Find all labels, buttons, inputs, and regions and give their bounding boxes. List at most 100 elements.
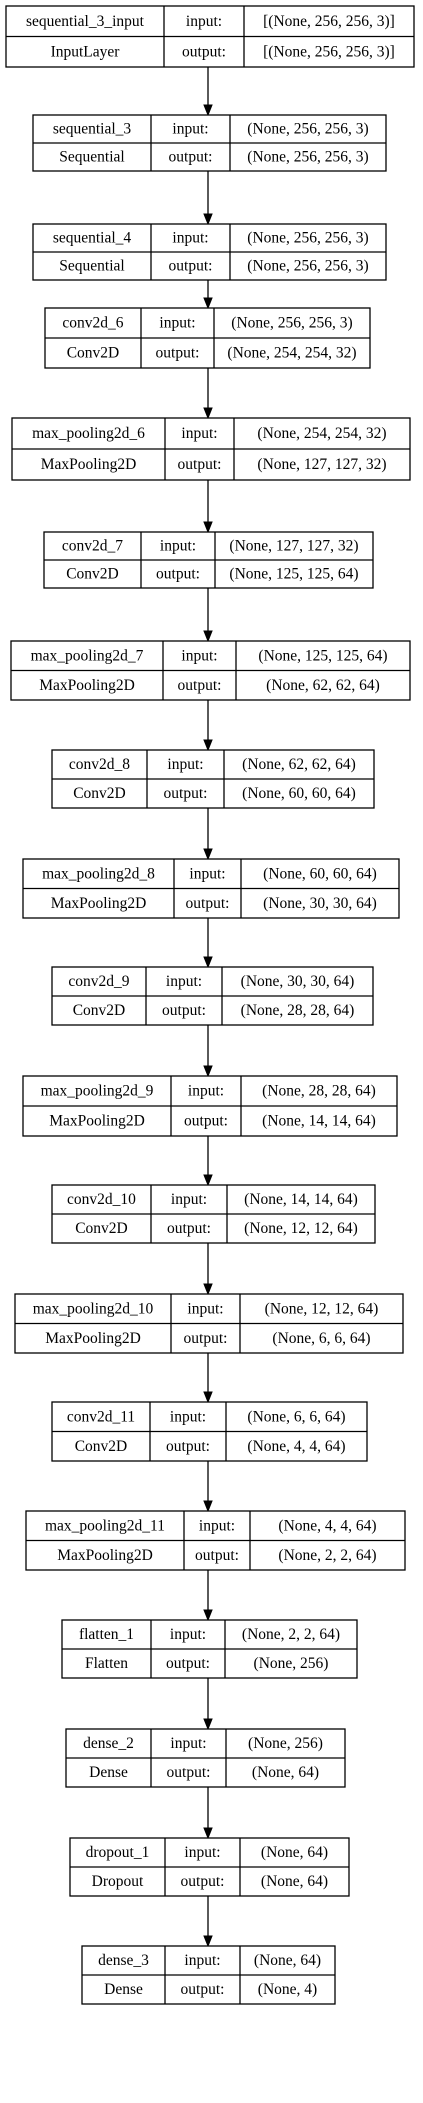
output-shape: (None, 125, 125, 64) [229, 566, 358, 583]
output-label: output: [182, 43, 226, 60]
output-shape: (None, 64) [261, 1873, 328, 1890]
output-label: output: [181, 1873, 225, 1890]
arrowhead [203, 630, 213, 643]
input-label: input: [189, 865, 225, 882]
layer-type: Dropout [92, 1873, 144, 1890]
output-shape: (None, 4, 4, 64) [247, 1438, 345, 1455]
layer-type: Sequential [59, 149, 124, 166]
layer-type: Conv2D [73, 1002, 126, 1019]
layer-type: MaxPooling2D [45, 1330, 141, 1347]
arrowhead [203, 1935, 213, 1948]
arrowhead [203, 739, 213, 752]
layer-node: max_pooling2d_6MaxPooling2Dinput:output:… [11, 417, 411, 481]
layer-name: dropout_1 [86, 1844, 150, 1861]
input-label: input: [171, 1191, 207, 1208]
arrowhead [203, 297, 213, 310]
input-shape: (None, 256, 256, 3) [247, 230, 368, 247]
input-label: input: [170, 1735, 206, 1752]
output-label: output: [167, 1220, 211, 1237]
layer-type: Sequential [59, 258, 124, 275]
layer-type: Flatten [85, 1655, 128, 1672]
input-shape: (None, 2, 2, 64) [242, 1626, 340, 1643]
output-shape: (None, 4) [258, 1981, 317, 1998]
layer-name: conv2d_9 [68, 973, 129, 990]
output-shape: (None, 256, 256, 3) [247, 149, 368, 166]
layer-type: Dense [104, 1981, 143, 1998]
output-label: output: [186, 895, 230, 912]
input-label: input: [166, 973, 202, 990]
layer-name: flatten_1 [79, 1626, 134, 1643]
input-shape: (None, 60, 60, 64) [263, 865, 377, 882]
input-label: input: [184, 1844, 220, 1861]
layer-name: max_pooling2d_8 [42, 865, 155, 882]
input-label: input: [170, 1408, 206, 1425]
layer-type: MaxPooling2D [57, 1547, 153, 1564]
input-shape: (None, 127, 127, 32) [229, 538, 358, 555]
layer-type: Conv2D [67, 345, 120, 362]
input-shape: (None, 14, 14, 64) [244, 1191, 358, 1208]
layer-type: MaxPooling2D [39, 677, 135, 694]
input-shape: (None, 256, 256, 3) [247, 121, 368, 138]
input-shape: (None, 30, 30, 64) [241, 973, 355, 990]
input-label: input: [184, 1952, 220, 1969]
input-shape: (None, 12, 12, 64) [265, 1300, 379, 1317]
input-label: input: [181, 647, 217, 664]
layer-name: max_pooling2d_7 [31, 647, 144, 664]
input-shape: (None, 6, 6, 64) [247, 1408, 345, 1425]
output-label: output: [181, 1981, 225, 1998]
input-shape: (None, 64) [261, 1844, 328, 1861]
output-label: output: [178, 677, 222, 694]
layer-name: conv2d_11 [67, 1408, 135, 1425]
layer-node: max_pooling2d_11MaxPooling2Dinput:output… [25, 1510, 406, 1571]
layer-name: max_pooling2d_10 [33, 1300, 154, 1317]
output-label: output: [164, 785, 208, 802]
layer-type: MaxPooling2D [51, 895, 147, 912]
input-label: input: [172, 230, 208, 247]
layer-name: max_pooling2d_11 [45, 1517, 165, 1534]
arrowhead [203, 521, 213, 534]
input-shape: (None, 256) [248, 1735, 323, 1752]
input-shape: (None, 4, 4, 64) [278, 1517, 376, 1534]
layer-type: MaxPooling2D [49, 1113, 145, 1130]
arrowhead [203, 104, 213, 117]
input-label: input: [186, 13, 222, 30]
layer-node: sequential_3Sequentialinput:output:(None… [32, 114, 387, 172]
layer-node: max_pooling2d_9MaxPooling2Dinput:output:… [22, 1075, 398, 1137]
output-shape: (None, 62, 62, 64) [266, 677, 380, 694]
layer-type: Conv2D [75, 1220, 128, 1237]
output-label: output: [166, 1655, 210, 1672]
layer-type: Conv2D [75, 1438, 128, 1455]
output-label: output: [156, 345, 200, 362]
output-label: output: [169, 149, 213, 166]
output-label: output: [184, 1330, 228, 1347]
output-shape: (None, 256, 256, 3) [247, 258, 368, 275]
output-shape: (None, 12, 12, 64) [244, 1220, 358, 1237]
arrowhead [203, 407, 213, 420]
input-shape: (None, 64) [254, 1952, 321, 1969]
layer-name: sequential_4 [53, 230, 132, 247]
layer-type: Dense [89, 1764, 128, 1781]
layer-type: Conv2D [66, 566, 119, 583]
arrowhead [203, 1609, 213, 1622]
layer-name: dense_2 [83, 1735, 134, 1752]
input-shape: [(None, 256, 256, 3)] [263, 13, 395, 30]
layer-type: Conv2D [73, 785, 126, 802]
arrowhead [203, 848, 213, 861]
arrowhead [203, 1174, 213, 1187]
layer-name: sequential_3_input [26, 13, 145, 30]
layer-name: conv2d_8 [69, 756, 130, 773]
output-shape: (None, 6, 6, 64) [272, 1330, 370, 1347]
output-label: output: [156, 566, 200, 583]
layer-name: max_pooling2d_6 [32, 425, 145, 442]
input-label: input: [199, 1517, 235, 1534]
input-label: input: [159, 315, 195, 332]
input-label: input: [188, 1083, 224, 1100]
